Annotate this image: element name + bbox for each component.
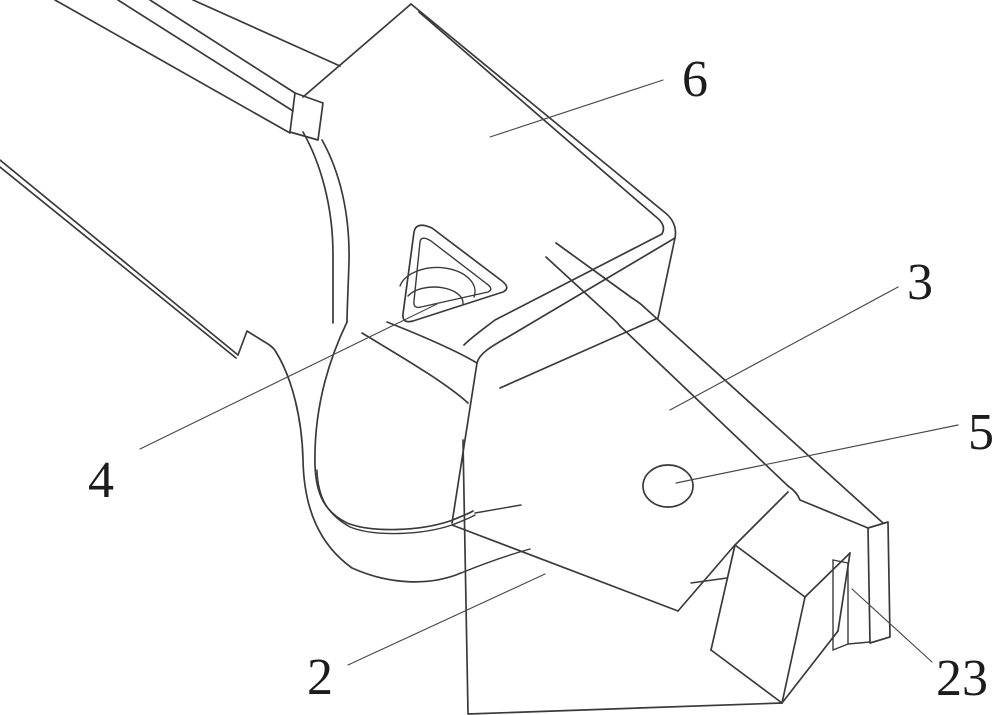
leader-lines [139,79,959,666]
triangular-pocket [399,224,508,323]
ref-label-3: 3 [907,254,933,311]
leader-line-4 [139,303,438,450]
hole-5 [642,464,694,508]
hinge-knuckle [275,321,531,583]
leader-line-3 [669,286,899,411]
ref-label-5: 5 [968,404,994,461]
leader-line-6 [489,79,664,138]
leader-line-5 [675,424,959,484]
leader-line-23 [851,588,933,663]
leader-line-2 [347,573,546,666]
lower-bar-part2-3 [451,306,884,715]
ref-label-4: 4 [88,452,114,509]
upper-arm-part6 [54,0,350,324]
end-block-and-slot-plate [710,491,891,704]
ref-label-23: 23 [936,650,988,707]
ref-label-2: 2 [307,649,333,706]
lower-left-strip [0,159,277,359]
head-block-part6 [302,3,677,389]
ref-label-6: 6 [682,51,708,108]
reference-numerals: 6 3 5 4 2 23 [88,51,994,707]
